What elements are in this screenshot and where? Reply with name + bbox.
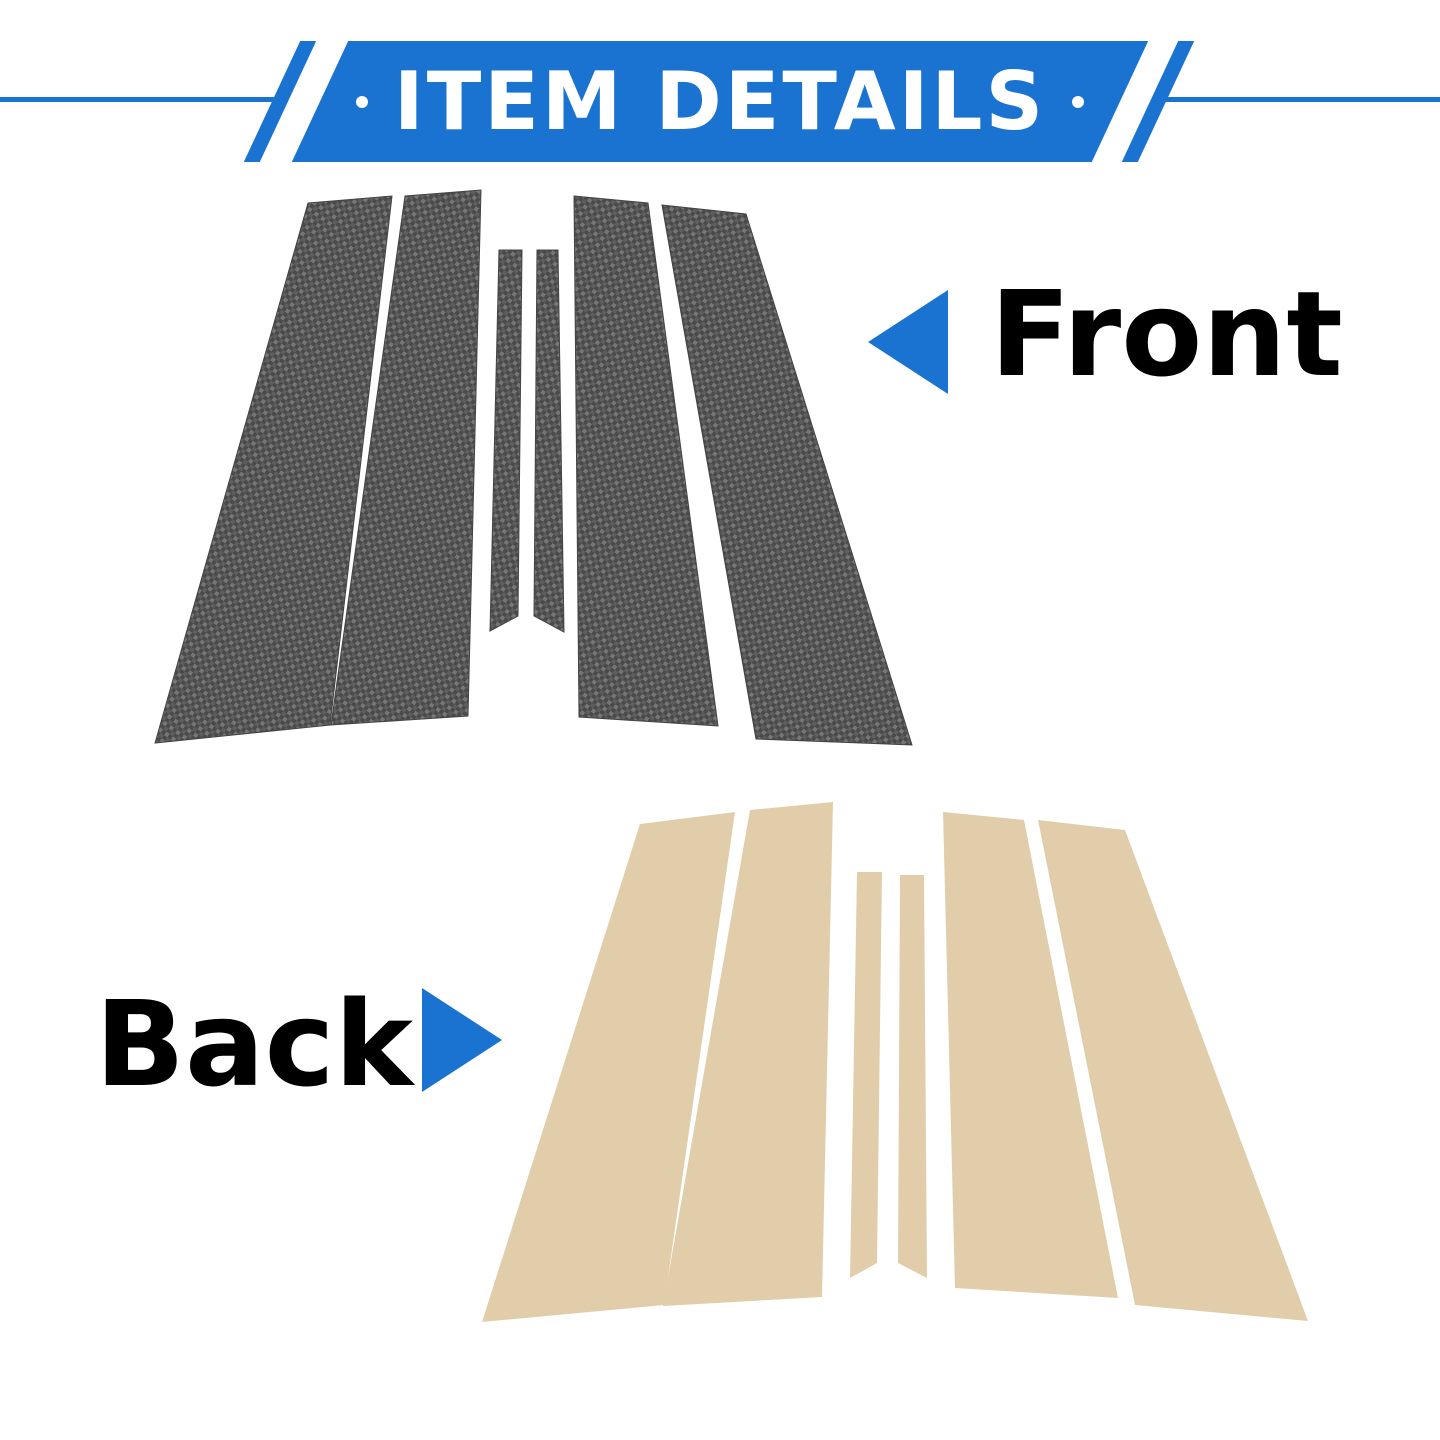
back-panel-5 (943, 812, 1118, 1298)
front-panel-4 (533, 249, 565, 633)
back-panel-2 (663, 802, 833, 1306)
header-title: ITEM DETAILS (320, 41, 1120, 162)
back-label: Back (95, 975, 413, 1113)
triangle-left-icon (868, 290, 948, 394)
header-line-right (1160, 97, 1440, 102)
back-panel-1 (482, 812, 735, 1322)
front-panel-5 (573, 195, 719, 727)
front-panel-6 (661, 204, 913, 746)
header-line-left (0, 97, 285, 102)
dot-right-icon (1072, 95, 1085, 108)
back-panel-4 (898, 875, 927, 1278)
front-panel-set (154, 189, 913, 746)
front-panel-3 (489, 249, 523, 632)
front-panel-2 (330, 189, 482, 726)
header-title-text: ITEM DETAILS (393, 55, 1047, 148)
back-panel-6 (1038, 820, 1308, 1321)
back-panel-set (482, 802, 1308, 1322)
back-panel-3 (850, 872, 882, 1278)
front-label: Front (990, 265, 1343, 403)
front-panel-1 (154, 195, 393, 744)
triangle-right-icon (422, 988, 502, 1092)
dot-left-icon (355, 95, 368, 108)
